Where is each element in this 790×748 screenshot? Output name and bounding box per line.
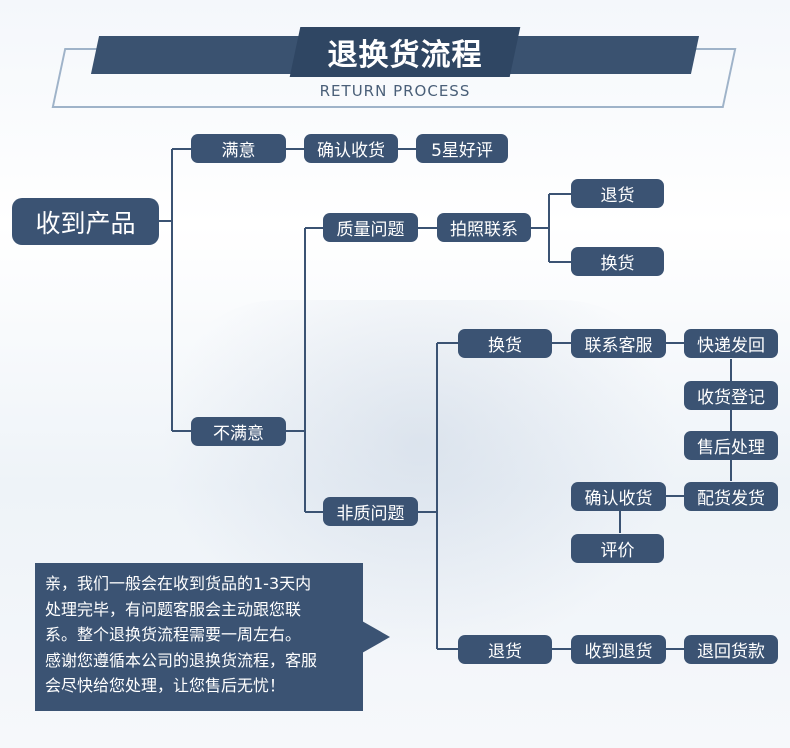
page-subtitle: RETURN PROCESS <box>319 82 471 100</box>
node-receive-register: 收货登记 <box>684 381 778 410</box>
node-five-star: 5星好评 <box>416 134 508 163</box>
node-receive-return: 收到退货 <box>571 635 666 664</box>
node-confirm-receipt-2: 确认收货 <box>571 482 666 511</box>
node-contact-cs: 联系客服 <box>571 329 666 358</box>
node-return-b: 退货 <box>458 635 552 664</box>
node-quality-issue: 质量问题 <box>323 213 418 242</box>
node-photo-contact: 拍照联系 <box>437 213 531 242</box>
node-refund: 退回货款 <box>684 635 778 664</box>
note-line: 处理完毕，有问题客服会主动跟您联 <box>45 599 302 619</box>
note-line: 亲，我们一般会在收到货品的1-3天内 <box>45 574 312 593</box>
node-return-a: 退货 <box>571 179 664 208</box>
node-after-sales: 售后处理 <box>684 431 778 460</box>
node-confirm-receipt-1: 确认收货 <box>304 134 398 163</box>
node-ship-goods: 配货发货 <box>684 482 778 511</box>
note-line: 会尽快给您处理，让您售后无忧！ <box>45 676 286 695</box>
note-line: 感谢您遵循本公司的退换货流程，客服 <box>45 650 318 670</box>
note-box: 亲，我们一般会在收到货品的1-3天内 处理完毕，有问题客服会主动跟您联 系。整个… <box>35 563 363 711</box>
node-express-back: 快递发回 <box>684 329 778 358</box>
node-exchange-a: 换货 <box>571 247 664 276</box>
node-unsatisfied: 不满意 <box>191 417 286 446</box>
node-review: 评价 <box>571 534 664 563</box>
note-pointer <box>362 621 390 653</box>
page-title: 退换货流程 <box>327 38 483 73</box>
node-root: 收到产品 <box>12 198 159 245</box>
node-non-quality-issue: 非质问题 <box>323 497 418 526</box>
node-exchange-b: 换货 <box>458 329 552 358</box>
node-satisfied: 满意 <box>191 134 286 163</box>
note-line: 系。整个退换货流程需要一周左右。 <box>45 625 302 644</box>
